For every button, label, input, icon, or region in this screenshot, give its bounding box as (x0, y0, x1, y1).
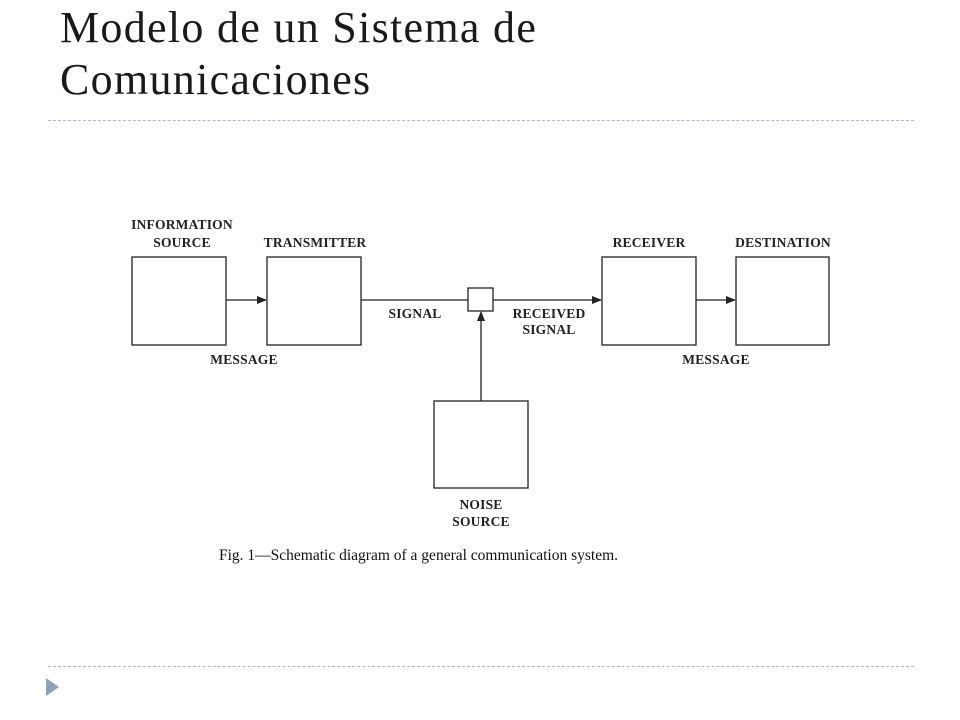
slide-title-line-1: Modelo de un Sistema de (60, 3, 538, 52)
noise-source-box (433, 400, 529, 489)
received-signal-label-2: SIGNAL (523, 322, 576, 337)
noise-source-label-1: NOISE (459, 497, 502, 512)
signal-label: SIGNAL (389, 306, 442, 321)
message-label-right: MESSAGE (682, 352, 749, 367)
footer-divider (48, 666, 914, 667)
receiver-box (601, 256, 697, 346)
message-label-left: MESSAGE (210, 352, 277, 367)
information-source-box (131, 256, 227, 346)
slide-title-line-2: Comunicaciones (60, 55, 372, 104)
received-signal-label-1: RECEIVED (513, 306, 586, 321)
play-triangle-icon (46, 678, 59, 696)
noise-source-label-2: SOURCE (452, 514, 509, 529)
title-divider (48, 120, 914, 121)
destination-box (735, 256, 830, 346)
receiver-label: RECEIVER (613, 235, 686, 250)
channel-box (467, 287, 494, 312)
destination-label: DESTINATION (735, 235, 831, 250)
figure-caption: Fig. 1—Schematic diagram of a general co… (219, 547, 618, 564)
slide-title: Modelo de un Sistema de Comunicaciones (60, 2, 537, 106)
transmitter-box (266, 256, 362, 346)
information-source-label-1: INFORMATION (131, 217, 233, 232)
information-source-label-2: SOURCE (153, 235, 210, 250)
transmitter-label: TRANSMITTER (264, 235, 367, 250)
